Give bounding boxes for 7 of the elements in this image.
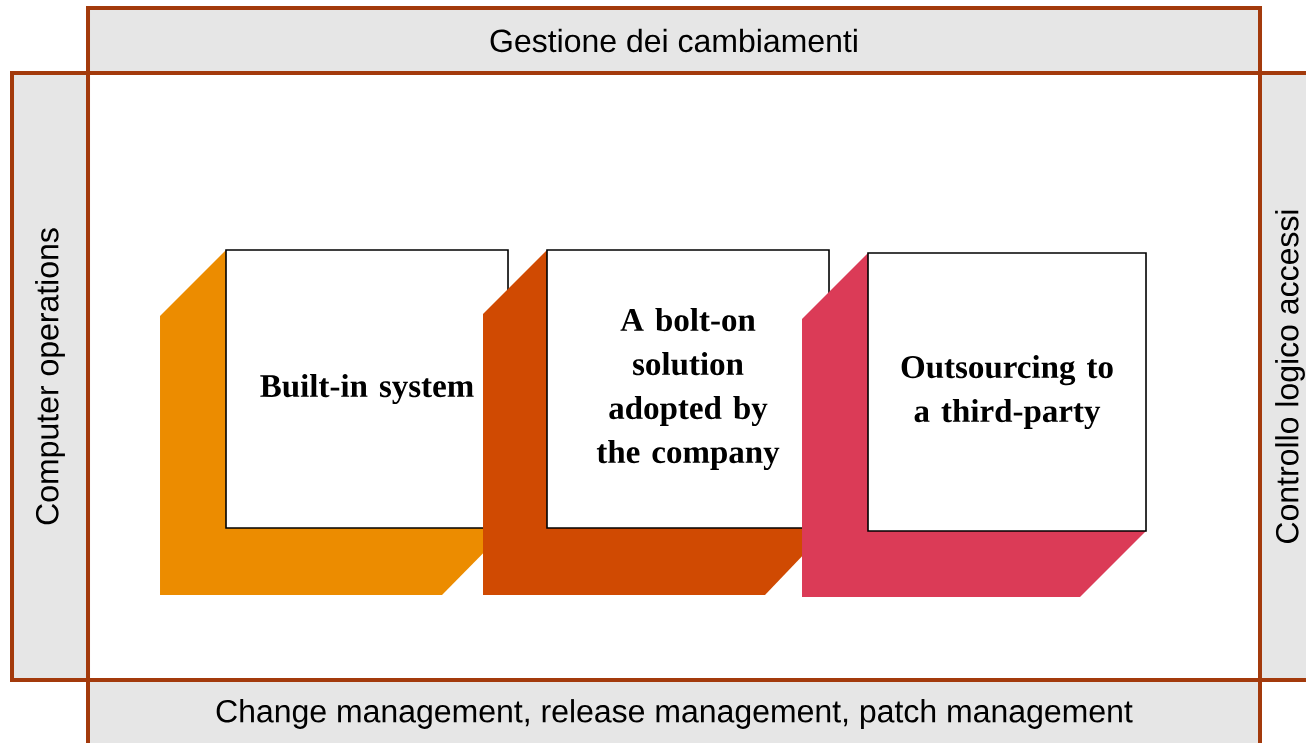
band-label-box: Gestione dei cambiamenti — [86, 6, 1262, 75]
cube-block: Outsourcing to a third-party — [802, 252, 1147, 597]
band-label-box: Controllo logico accessi — [1258, 71, 1306, 682]
band-label-box: Computer operations — [10, 71, 90, 682]
band-label-box: Change management, release management, patch management — [86, 678, 1262, 743]
cube-block: A bolt-on solution adopted by the company — [483, 249, 830, 595]
cube-block: Built-in system — [160, 249, 509, 595]
